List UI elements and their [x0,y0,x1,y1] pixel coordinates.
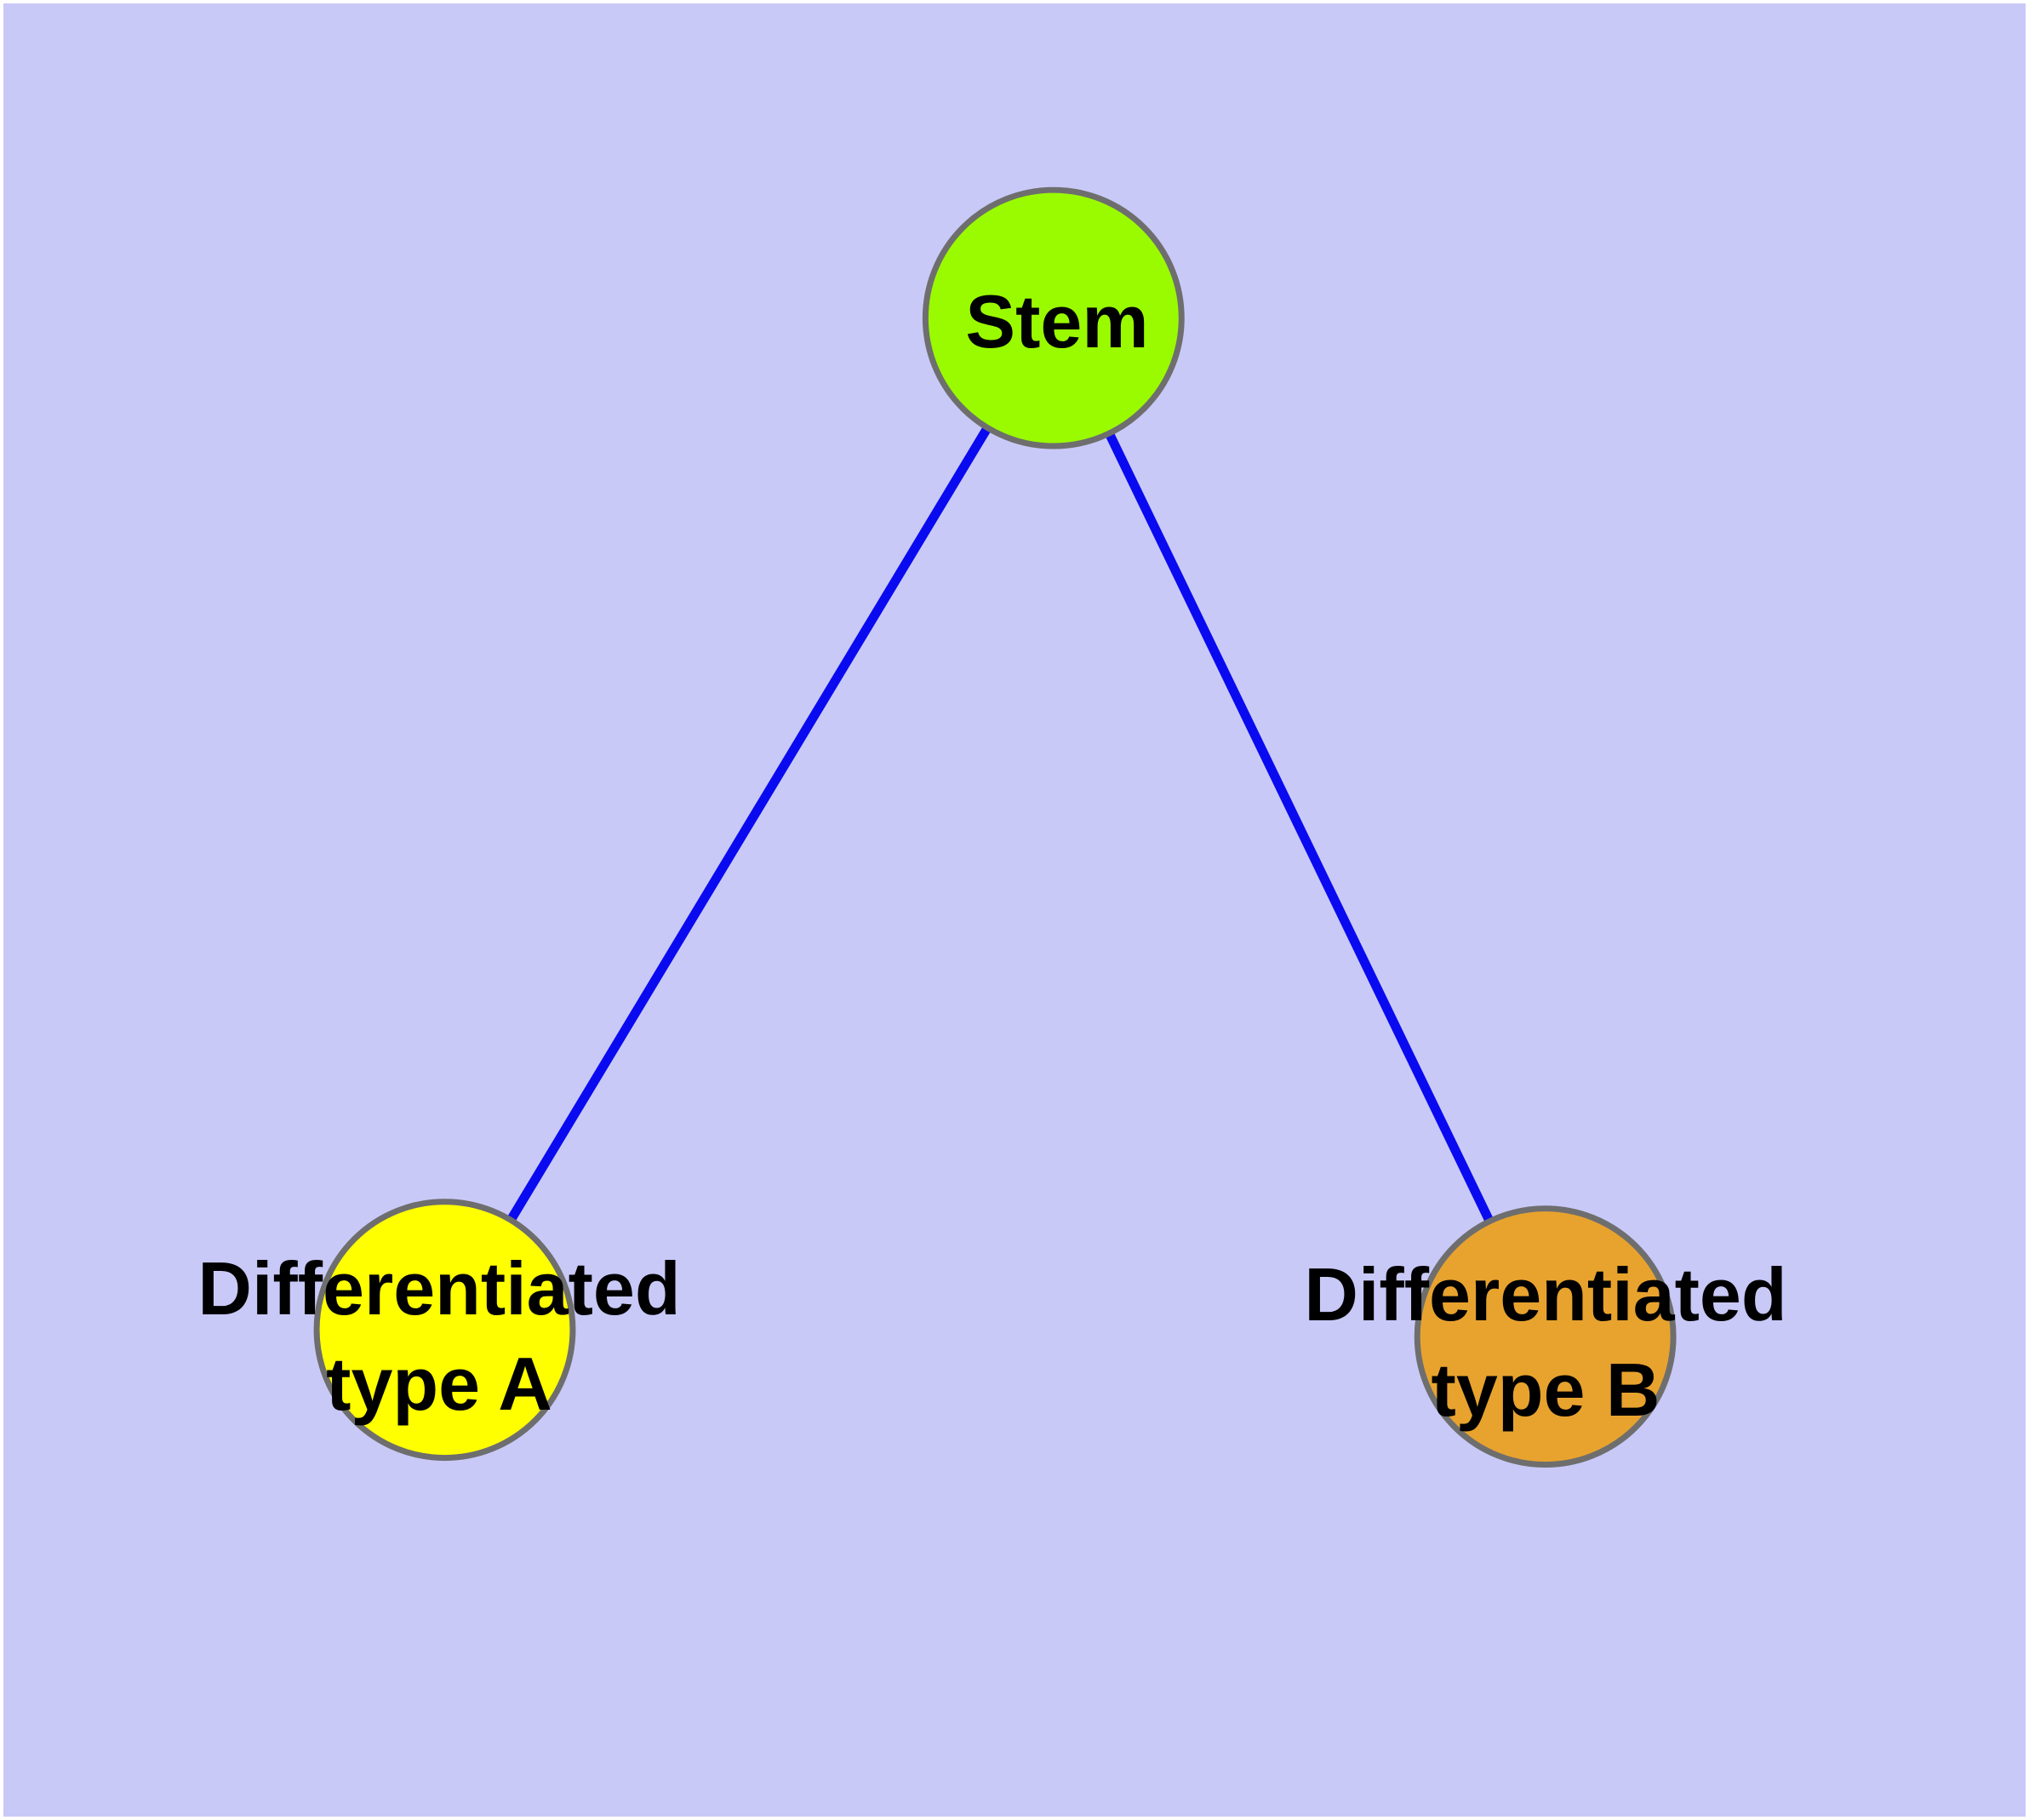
node-type-b-circle [1414,1205,1677,1468]
graph-svg [313,186,1677,1468]
node-stem-circle [922,186,1185,449]
edge-stem-to-type-a [440,315,1058,1332]
edge-stem-to-type-b [1049,316,1550,1339]
node-type-a-circle [313,1199,576,1462]
